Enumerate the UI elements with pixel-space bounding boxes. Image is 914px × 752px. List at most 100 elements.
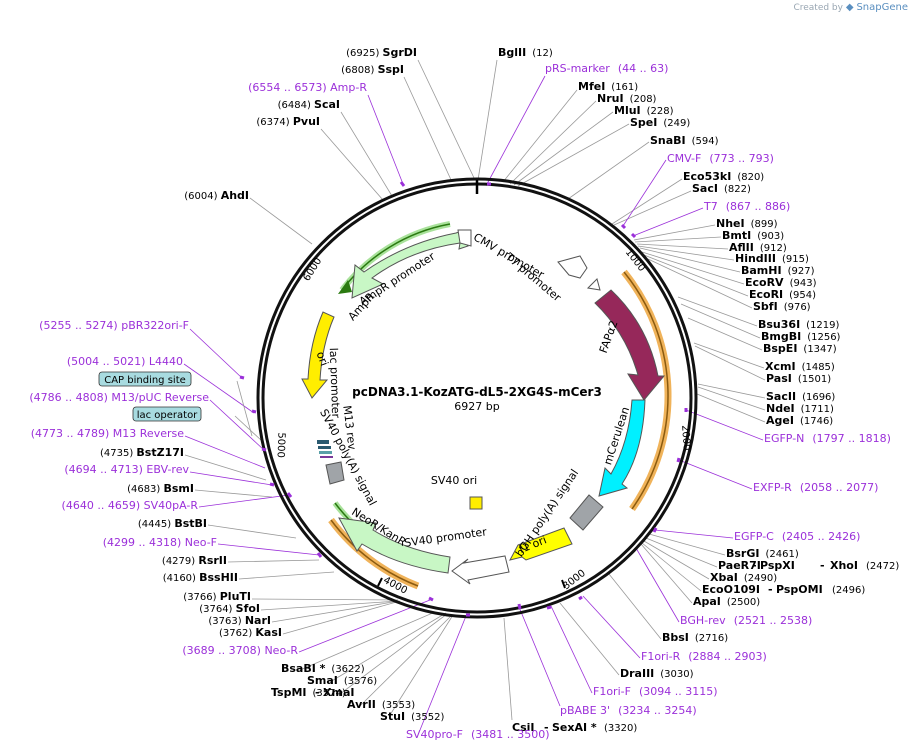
enzyme-label: BsaBI * (3622) bbox=[281, 662, 365, 675]
enzyme-label: XcmI(1485) bbox=[765, 360, 835, 373]
enzyme-position: (1501) bbox=[798, 374, 831, 385]
enzyme-name: SspI bbox=[378, 63, 404, 76]
enzyme-leader-line bbox=[694, 345, 766, 381]
enzyme-position: (6925) bbox=[346, 48, 382, 59]
enzyme-position: (3766) bbox=[183, 592, 219, 603]
primer-leader-line bbox=[189, 328, 243, 379]
enzyme-name: NarI bbox=[245, 614, 271, 627]
enzyme-name: SacI bbox=[692, 182, 718, 195]
enzyme-leader-line bbox=[697, 383, 766, 399]
primer-range: (4299 .. 4318) bbox=[103, 536, 185, 549]
plasmid-size: 6927 bp bbox=[454, 400, 499, 413]
primer-name: M13 Reverse bbox=[113, 427, 184, 440]
enzyme-name: EcoO109I bbox=[702, 583, 760, 596]
boxed-label-text: CAP binding site bbox=[104, 375, 186, 386]
enzyme-label: SacI(822) bbox=[692, 182, 751, 195]
primer-mark bbox=[399, 181, 406, 187]
primer-leader-line bbox=[486, 75, 546, 185]
enzyme-leader-line bbox=[329, 612, 447, 683]
enzyme-position: (228) bbox=[647, 106, 674, 117]
primer-mark bbox=[578, 595, 583, 601]
enzyme-position: (4279) bbox=[162, 556, 198, 567]
enzyme-position: (208) bbox=[630, 94, 657, 105]
enzyme-position: (903) bbox=[757, 231, 784, 242]
enzyme-name: BstBI bbox=[174, 517, 207, 530]
enzyme-label: CsiI bbox=[512, 721, 534, 734]
primer-labels: pRS-marker(44 .. 63)(6554 .. 6573) Amp-R… bbox=[29, 62, 891, 741]
neo-highlight-arc-core bbox=[330, 519, 419, 587]
enzyme-position: (2500) bbox=[727, 597, 760, 608]
enzyme-label: ApaI(2500) bbox=[693, 595, 760, 608]
primer-name: EGFP-C bbox=[734, 530, 774, 543]
ring-tick-label: 5000 bbox=[275, 432, 287, 458]
enzyme-position: (3763) bbox=[208, 616, 244, 627]
enzyme-position: (3622) bbox=[331, 664, 364, 675]
enzyme-label: (4445) BstBI bbox=[138, 517, 207, 530]
m13-rev-mark bbox=[320, 456, 333, 458]
enzyme-position: (3764) bbox=[199, 604, 235, 615]
enzyme-name: HindIII bbox=[735, 252, 776, 265]
boxed-label-box bbox=[132, 406, 202, 422]
enzyme-position: (1347) bbox=[803, 344, 836, 355]
enzyme-position: (3574) bbox=[313, 688, 346, 699]
primer-leader-line bbox=[654, 529, 734, 539]
primer-range: (4786 .. 4808) bbox=[29, 391, 111, 404]
primer-name: SV40pA-R bbox=[144, 499, 199, 512]
enzyme-leader-line bbox=[647, 258, 753, 309]
enzyme-label: NdeI(1711) bbox=[766, 402, 834, 415]
primer-marks bbox=[239, 181, 688, 617]
enzyme-label: (3764) SfoI bbox=[199, 602, 260, 615]
primer-range: (5004 .. 5021) bbox=[67, 355, 149, 368]
enzyme-name: BglII bbox=[498, 46, 526, 59]
enzyme-separator: - bbox=[315, 686, 320, 699]
enzyme-leader-line bbox=[696, 393, 766, 423]
ring-feature-label: T7 promoter bbox=[502, 250, 564, 305]
enzyme-name: NruI bbox=[597, 92, 624, 105]
primer-label: pRS-marker(44 .. 63) bbox=[545, 62, 668, 75]
enzyme-label: SpeI(249) bbox=[630, 116, 690, 129]
enzyme-leader-line bbox=[238, 571, 335, 580]
enzyme-leader-line bbox=[359, 614, 453, 707]
primer-name: BGH-rev bbox=[680, 614, 726, 627]
enzyme-leader-line bbox=[194, 489, 273, 498]
enzyme-name: PluTI bbox=[220, 590, 251, 603]
ring-feature-label: SV40 promoter bbox=[403, 525, 488, 549]
enzyme-label: (4279) RsrII bbox=[162, 554, 227, 567]
enzyme-name: AvrII bbox=[347, 698, 376, 711]
primer-range: (4640 .. 4659) bbox=[62, 499, 144, 512]
enzyme-leader-line bbox=[249, 197, 313, 245]
tick-mark bbox=[561, 579, 566, 589]
enzyme-name: StuI bbox=[380, 710, 405, 723]
primer-label: T7(867 .. 886) bbox=[703, 200, 790, 213]
enzyme-position: (249) bbox=[663, 118, 690, 129]
primer-range: (867 .. 886) bbox=[726, 200, 791, 213]
enzyme-label: BsrGI(2461) bbox=[726, 547, 799, 560]
primer-leader-line bbox=[550, 605, 593, 694]
primer-mark bbox=[269, 482, 275, 487]
enzyme-name: BmtI bbox=[722, 229, 751, 242]
enzyme-separator: - bbox=[768, 583, 773, 596]
primer-leader-line bbox=[419, 615, 467, 731]
enzyme-name: BstZ17I bbox=[136, 446, 184, 459]
enzyme-label: SnaBI(594) bbox=[650, 134, 719, 147]
enzyme-name: BsaBI * bbox=[281, 662, 326, 675]
primer-mark bbox=[620, 223, 627, 230]
enzyme-name: BspEI bbox=[763, 342, 797, 355]
enzyme-name: EcoRV bbox=[745, 276, 784, 289]
primer-range: (1797 .. 1818) bbox=[812, 432, 891, 445]
enzyme-label: EcoRV(943) bbox=[745, 276, 817, 289]
enzyme-position: (1711) bbox=[801, 404, 834, 415]
primer-name: L4440 bbox=[149, 355, 183, 368]
enzyme-label: NheI(899) bbox=[716, 217, 778, 230]
mcerulean-arrow bbox=[598, 399, 646, 497]
enzyme-leader-line bbox=[271, 600, 400, 623]
enzyme-label: (6004) AhdI bbox=[184, 189, 249, 202]
enzyme-leader-line bbox=[633, 224, 716, 241]
enzyme-position: (4683) bbox=[127, 484, 163, 495]
enzyme-label: AvrII(3553) bbox=[347, 698, 415, 711]
sv40-ori-box bbox=[469, 496, 483, 510]
enzyme-leader-line bbox=[608, 573, 662, 640]
primer-leader-line bbox=[582, 595, 641, 659]
primer-range: (3689 .. 3708) bbox=[182, 644, 264, 657]
